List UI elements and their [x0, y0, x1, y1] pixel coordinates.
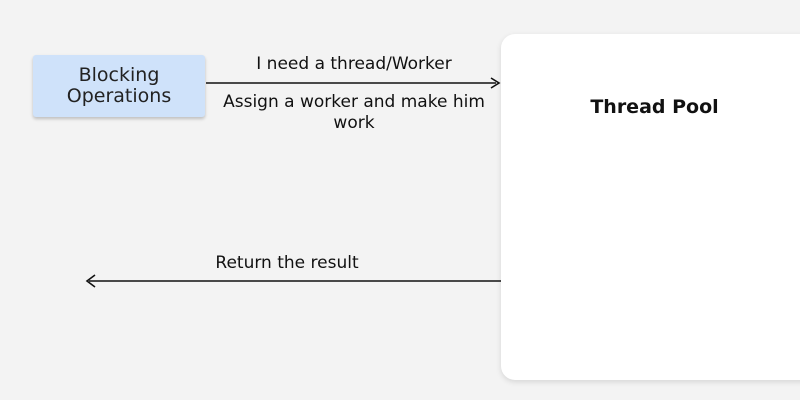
blocking-operations-label-line1: Blocking [78, 64, 160, 86]
blocking-operations-node: Blocking Operations [33, 55, 205, 117]
return-label: Return the result [215, 253, 359, 273]
return-arrow [85, 274, 501, 288]
request-arrow [206, 77, 501, 89]
thread-pool-title: Thread Pool [590, 96, 719, 118]
blocking-operations-label-line2: Operations [66, 85, 172, 107]
assign-label: Assign a worker and make him work [223, 92, 485, 133]
thread-pool-node: Thread Pool [501, 34, 800, 380]
request-label: I need a thread/Worker [256, 54, 452, 74]
